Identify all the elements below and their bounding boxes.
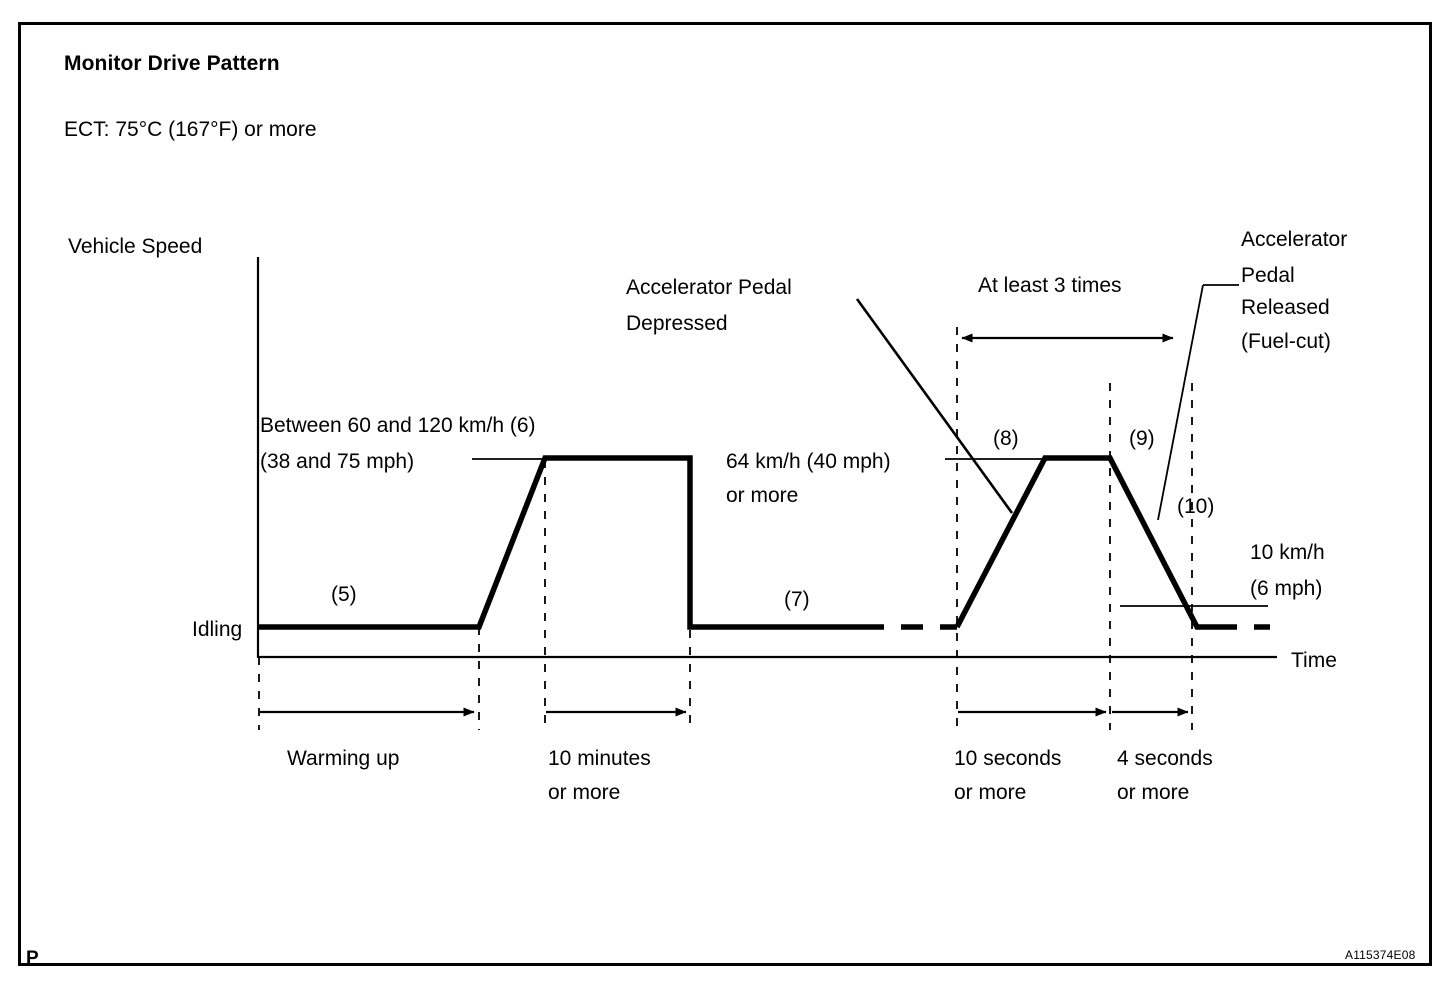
time-segment-label-warming-up-line1: Warming up (287, 747, 399, 770)
annotation-pedal-released-line3: Released (1241, 296, 1330, 319)
waveform-idle-accel-cruise (258, 455, 862, 630)
step-marker-7: (7) (784, 588, 810, 611)
step-marker-5: (5) (331, 583, 357, 606)
annotation-pedal-depressed-line2: Depressed (626, 312, 728, 335)
page-title: Monitor Drive Pattern (64, 52, 280, 75)
time-segment-label-ten-seconds-line1: 10 seconds (954, 747, 1061, 770)
step-marker-9: (9) (1129, 427, 1155, 450)
annotation-pedal-released-line1: Accelerator (1241, 228, 1347, 251)
figure-code: A115374E08 (1345, 948, 1416, 962)
corner-marker: P (26, 948, 39, 969)
page-border (18, 22, 1432, 966)
time-segment-label-four-seconds-line2: or more (1117, 781, 1189, 804)
step-marker-8: (8) (993, 427, 1019, 450)
time-segment-label-ten-seconds-line2: or more (954, 781, 1026, 804)
annotation-pedal-depressed-line1: Accelerator Pedal (626, 276, 792, 299)
annotation-pedal-released-line4: (Fuel-cut) (1241, 330, 1331, 353)
y-axis-label: Vehicle Speed (68, 235, 202, 258)
y-baseline-label: Idling (192, 618, 242, 641)
time-segment-label-ten-minutes-line2: or more (548, 781, 620, 804)
precondition-text: ECT: 75°C (167°F) or more (64, 118, 317, 141)
annotation-speed-64-line1: 64 km/h (40 mph) (726, 450, 891, 473)
annotation-speed-range-line1: Between 60 and 120 km/h (6) (260, 414, 536, 437)
annotation-speed-64-line2: or more (726, 484, 798, 507)
waveform-accel-fuelcut (954, 455, 1215, 630)
leader-pedal-depressed (855, 298, 1014, 514)
time-segment-label-ten-minutes-line1: 10 minutes (548, 747, 651, 770)
step-marker-10: (10) (1177, 495, 1214, 518)
x-axis-label: Time (1291, 649, 1337, 672)
annotation-at-least-3-times: At least 3 times (978, 274, 1122, 297)
annotation-speed-10-line2: (6 mph) (1250, 577, 1322, 600)
time-segment-label-four-seconds-line1: 4 seconds (1117, 747, 1213, 770)
annotation-pedal-released-line2: Pedal (1241, 264, 1295, 287)
annotation-speed-10-line1: 10 km/h (1250, 541, 1325, 564)
leader-pedal-released-diagonal (1157, 284, 1204, 521)
annotation-speed-range-line2: (38 and 75 mph) (260, 450, 414, 473)
